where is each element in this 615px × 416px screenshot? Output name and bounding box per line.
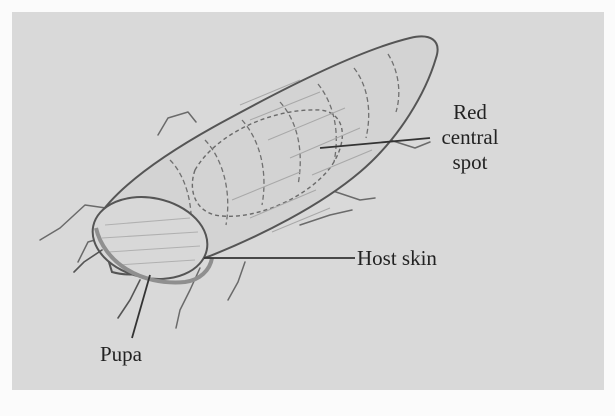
label-red-line-2: central	[430, 125, 510, 150]
label-red-central-spot: Red central spot	[430, 100, 510, 175]
leg	[330, 190, 375, 200]
leg	[228, 262, 245, 300]
label-red-line-1: Red	[430, 100, 510, 125]
leg	[118, 280, 140, 318]
label-red-line-3: spot	[430, 150, 510, 175]
leg	[158, 112, 196, 135]
label-host-skin: Host skin	[357, 246, 437, 271]
label-pupa: Pupa	[100, 342, 142, 367]
leader-pupa	[132, 275, 150, 338]
